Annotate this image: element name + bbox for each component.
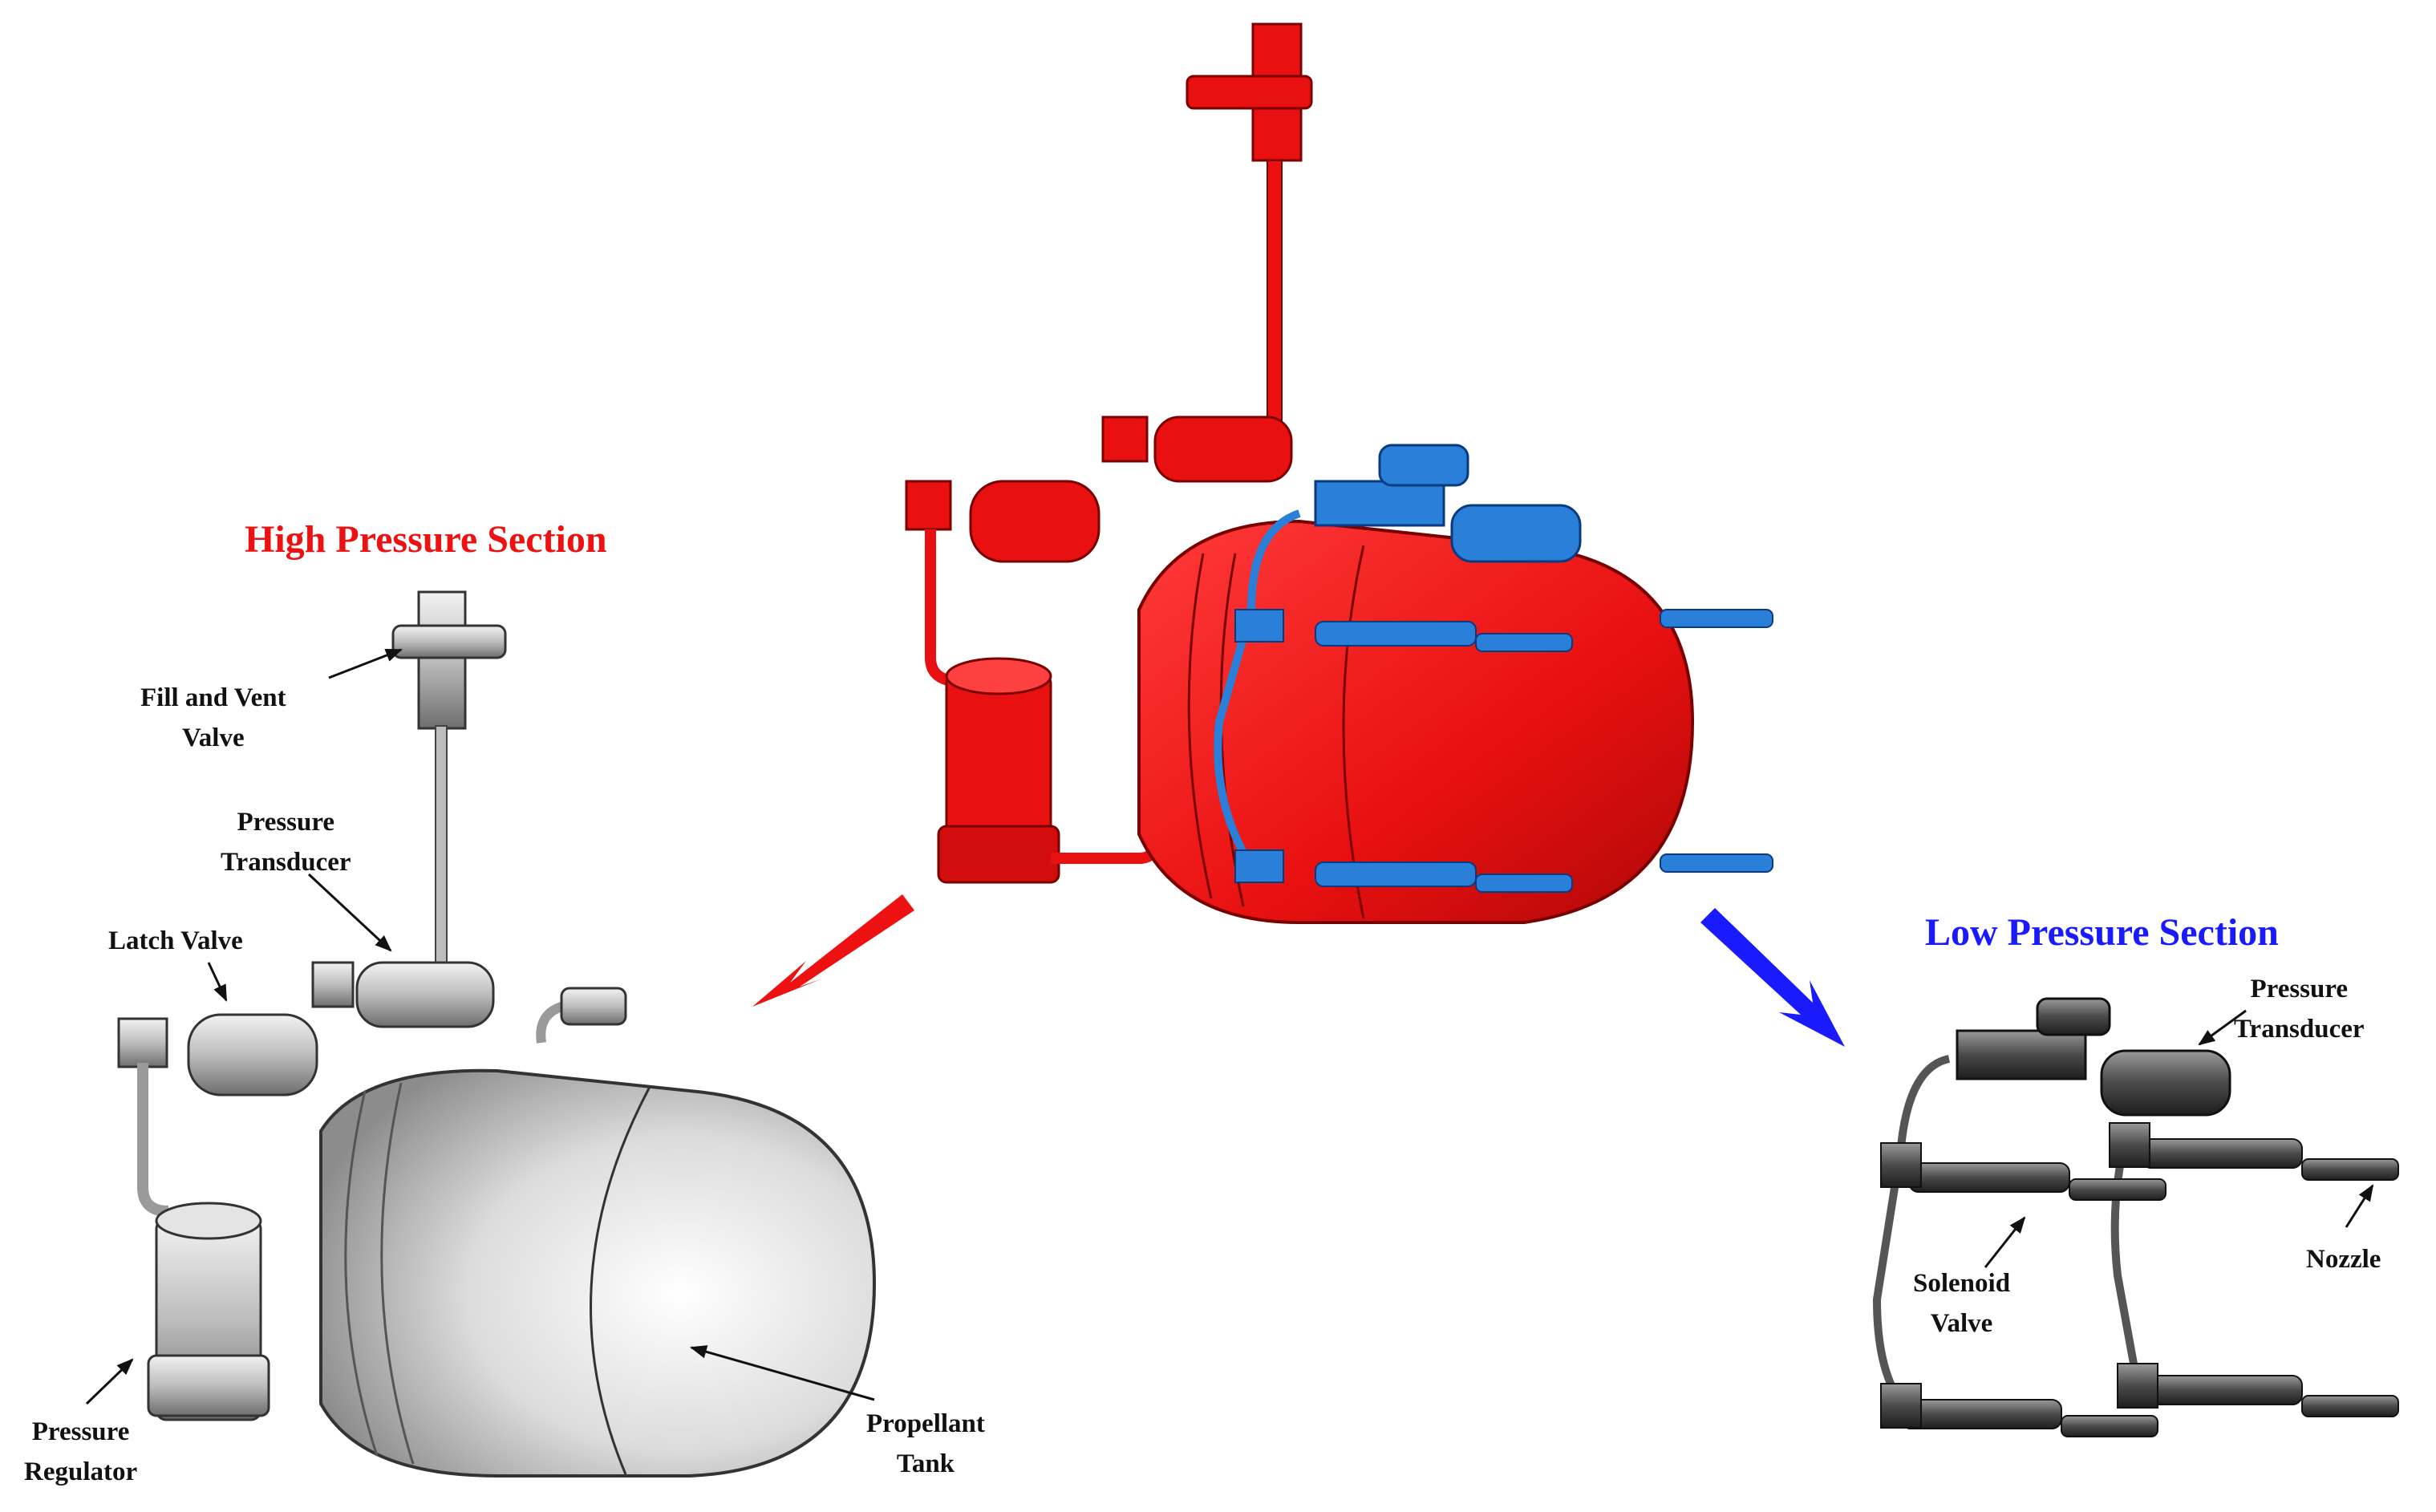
lp-transducer-leader — [2198, 1009, 2247, 1046]
nozzle-leader — [2345, 1184, 2374, 1228]
hp-transducer-leader — [307, 873, 392, 952]
label-latch-valve: Latch Valve — [108, 926, 243, 955]
high-pressure-title: High Pressure Section — [245, 518, 607, 561]
center-transducer — [1153, 415, 1293, 483]
hp-fill-valve-wings — [391, 624, 507, 659]
lp-transducer — [2100, 1049, 2231, 1117]
label-nozzle: Nozzle — [2306, 1245, 2381, 1274]
callout-arrows — [85, 648, 2374, 1405]
lp-mid-line — [2110, 1137, 2138, 1364]
center-fill-valve-wings — [1186, 75, 1313, 110]
low-pressure-assembly — [1872, 997, 2399, 1437]
hp-fill-valve-body — [417, 590, 467, 730]
center-block-1 — [1101, 415, 1149, 463]
solenoid-leader — [1984, 1216, 2026, 1268]
center-blue-block — [1314, 480, 1445, 527]
lp-left-line — [1872, 1055, 1951, 1415]
regulator-leader — [85, 1358, 134, 1405]
center-fill-tube — [1267, 160, 1283, 450]
fill-vent-leader — [328, 648, 403, 679]
center-left-pipe — [925, 529, 963, 687]
low-pressure-title: Low Pressure Section — [1925, 911, 2279, 954]
lp-thrusters — [1880, 1122, 2399, 1437]
hp-transducer — [355, 961, 495, 1028]
lp-manifold-block — [1956, 1029, 2087, 1080]
low-pressure-arrow — [1700, 908, 1845, 1047]
high-pressure-arrow — [752, 894, 914, 1007]
center-blue-manifold — [1214, 509, 1301, 869]
latch-valve-leader — [207, 962, 228, 1002]
center-assembly — [905, 22, 1773, 924]
hp-tank — [319, 1068, 877, 1478]
center-latch-valve — [969, 480, 1100, 563]
center-blue-thrusters — [1234, 609, 1773, 893]
hp-latch-valve — [187, 1013, 318, 1097]
center-blue-transducer — [1450, 504, 1582, 563]
center-block-2 — [905, 480, 952, 531]
tank-leader — [689, 1345, 875, 1401]
high-pressure-assembly — [117, 590, 877, 1478]
